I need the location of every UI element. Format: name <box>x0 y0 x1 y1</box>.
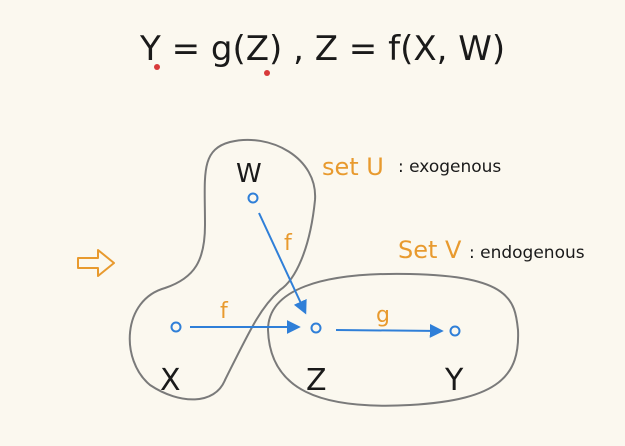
edge-w-to-z <box>258 212 307 315</box>
hollow-right-arrow-icon <box>77 249 115 277</box>
equation-mark-dot <box>154 64 160 70</box>
equation-mark-dot <box>264 70 270 76</box>
node-w <box>247 192 259 204</box>
node-w-label: W <box>236 159 262 189</box>
node-z <box>310 322 322 334</box>
edge-z-to-y-label: g <box>376 303 390 328</box>
set-v-label: Set V <box>398 236 462 264</box>
edge-z-to-y <box>335 323 444 338</box>
node-y-label: Y <box>444 363 464 398</box>
equation-text: Y = g(Z) , Z = f(X, W) <box>139 29 505 69</box>
set-u-label: set U <box>322 153 384 181</box>
edge-w-to-z-label: f <box>284 231 293 256</box>
set-v-description: : endogenous <box>469 243 585 263</box>
edge-x-to-z-label: f <box>220 299 229 324</box>
set-u-description: : exogenous <box>398 157 501 177</box>
endogenous-region <box>266 272 520 407</box>
node-z-label: Z <box>306 363 327 398</box>
exogenous-region <box>128 138 317 401</box>
node-x <box>170 321 182 333</box>
node-y <box>449 325 461 337</box>
node-x-label: X <box>160 363 181 398</box>
